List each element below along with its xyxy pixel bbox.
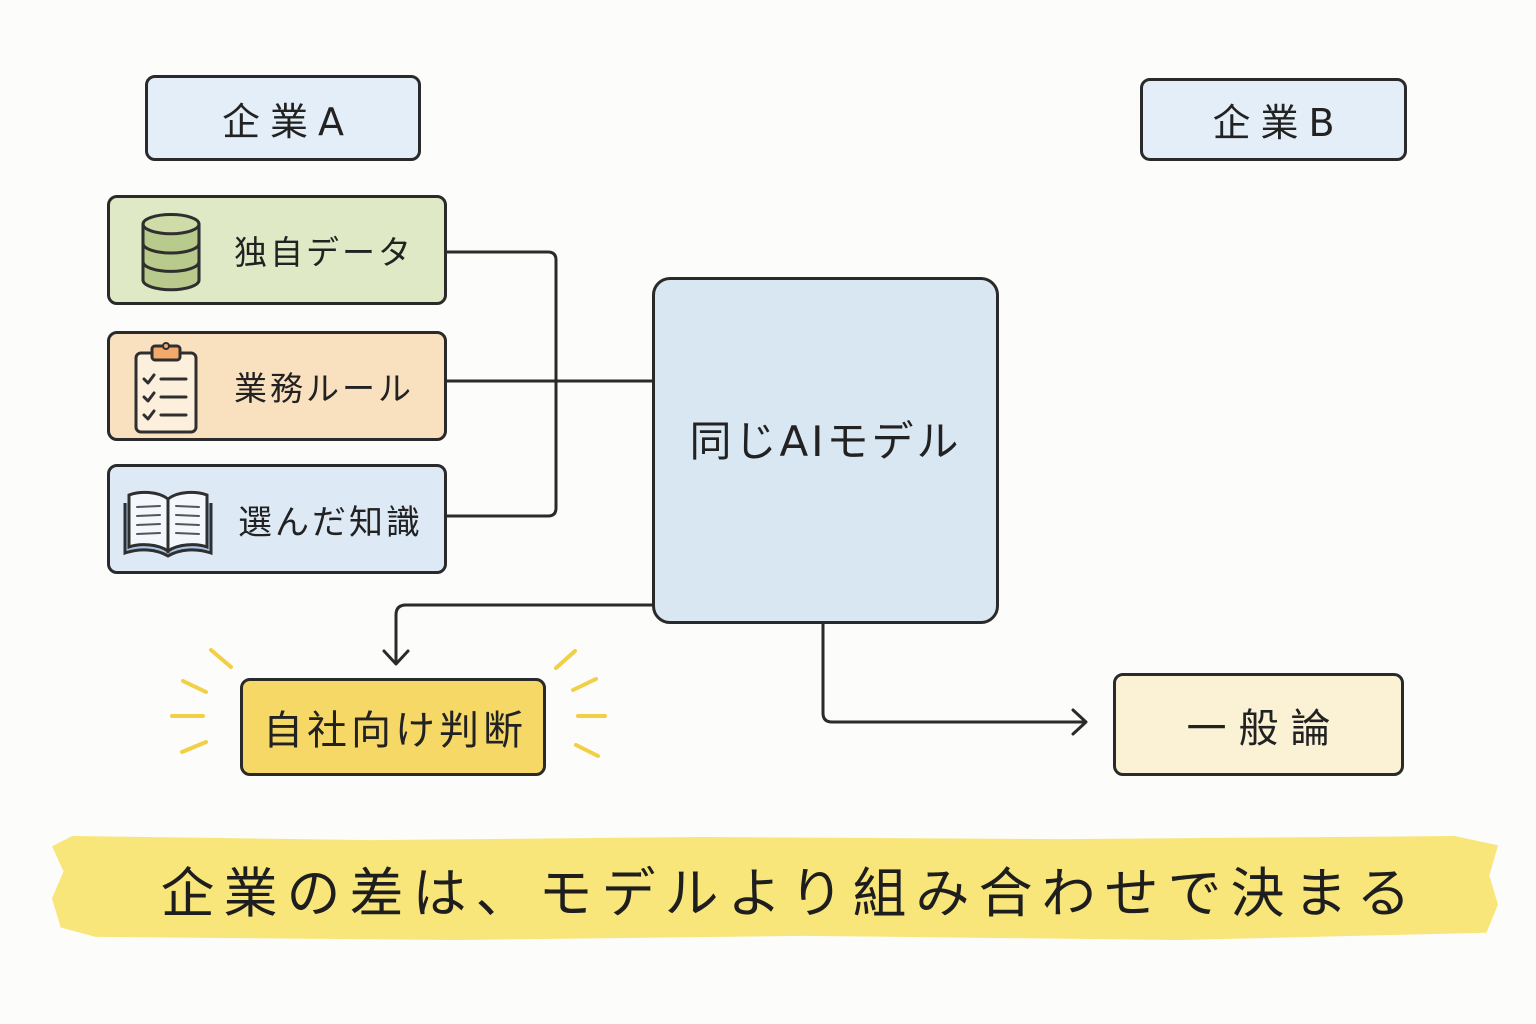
conclusion-banner: 企業の差は、モデルより組み合わせで決まる [52, 836, 1498, 940]
input-proprietary-data: 独自データ [107, 195, 447, 305]
database-body [141, 224, 201, 292]
open-book-icon [123, 490, 213, 558]
clipboard-checklist [142, 373, 188, 421]
sparkle-ray [554, 649, 577, 670]
model-to-general-connector [821, 622, 1087, 724]
clipboard-icon [134, 342, 198, 434]
arrowhead-down [382, 649, 410, 666]
input-label: 独自データ [234, 233, 414, 272]
database-layer-line [141, 243, 201, 255]
output-general-label: 一般論 [1186, 705, 1343, 752]
company-a-label: 企業A [222, 99, 354, 144]
output-custom-judgment: 自社向け判断 [240, 678, 546, 776]
database-layer-line [141, 261, 201, 273]
input-selected-knowledge: 選んだ知識 [107, 464, 447, 574]
book-right-page [166, 490, 209, 554]
model-to-custom-connector [394, 603, 654, 665]
output-custom-label: 自社向け判断 [263, 708, 527, 754]
company-a-box: 企業A [145, 75, 421, 161]
book-left-page [127, 490, 170, 554]
input-label: 業務ルール [234, 369, 414, 408]
arrowhead-right [1071, 708, 1088, 736]
input-label: 選んだ知識 [238, 502, 423, 543]
sparkle-ray [209, 648, 233, 669]
sparkle-ray [571, 677, 598, 692]
book-text-lines [136, 505, 200, 535]
input-bracket-connector [445, 250, 558, 518]
ai-model-box: 同じAIモデル [652, 277, 999, 624]
sparkle-ray [574, 743, 600, 758]
company-b-label: 企業B [1212, 101, 1345, 145]
clipboard-clip-ring [162, 342, 170, 350]
output-general-theory: 一般論 [1113, 673, 1404, 776]
conclusion-text: 企業の差は、モデルより組み合わせで決まる [160, 861, 1420, 925]
database-top [141, 212, 201, 236]
sparkle-ray [181, 679, 208, 694]
input-business-rules: 業務ルール [107, 331, 447, 441]
database-icon [141, 212, 201, 292]
ai-model-label: 同じAIモデル [689, 417, 962, 466]
clipboard-board [134, 351, 198, 434]
sparkle-ray [180, 740, 208, 754]
company-b-box: 企業B [1140, 78, 1407, 161]
